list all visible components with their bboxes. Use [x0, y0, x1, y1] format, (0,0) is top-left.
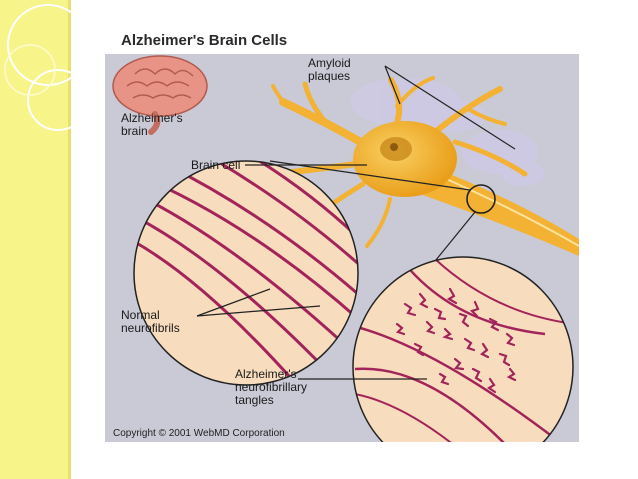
deco-ring-mid [27, 69, 72, 131]
deco-ring-small [4, 44, 56, 96]
label-alzheimers-brain: Alzheimer's brain [121, 111, 183, 138]
magnifier-ring [466, 184, 496, 214]
label-leader-lines [196, 65, 516, 380]
sidebar-fill [0, 0, 68, 479]
label-neurofibrillary-tangles: Alzheimer's neurofibrillary tangles [235, 367, 308, 407]
title-strip [105, 24, 579, 54]
slide-sidebar-decoration [0, 0, 72, 479]
figure-title: Alzheimer's Brain Cells [121, 32, 288, 49]
sidebar-edge [68, 0, 71, 479]
alzheimers-figure: Alzheimer's Brain Cells Amyloid plaques … [105, 24, 579, 442]
deco-ring-top [7, 4, 72, 86]
figure-illustration [105, 24, 579, 442]
amyloid-plaques [350, 78, 545, 186]
neuron-axon [420, 164, 579, 256]
neuron-soma [353, 121, 457, 197]
label-amyloid-plaques: Amyloid plaques [308, 56, 351, 83]
neurofibrillary-tangles-circle [352, 256, 574, 442]
brain-illustration [112, 55, 208, 135]
label-brain-cell: Brain cell [191, 158, 241, 172]
label-normal-neurofibrils: Normal neurofibrils [121, 308, 180, 335]
copyright-notice: Copyright © 2001 WebMD Corporation [113, 428, 285, 439]
